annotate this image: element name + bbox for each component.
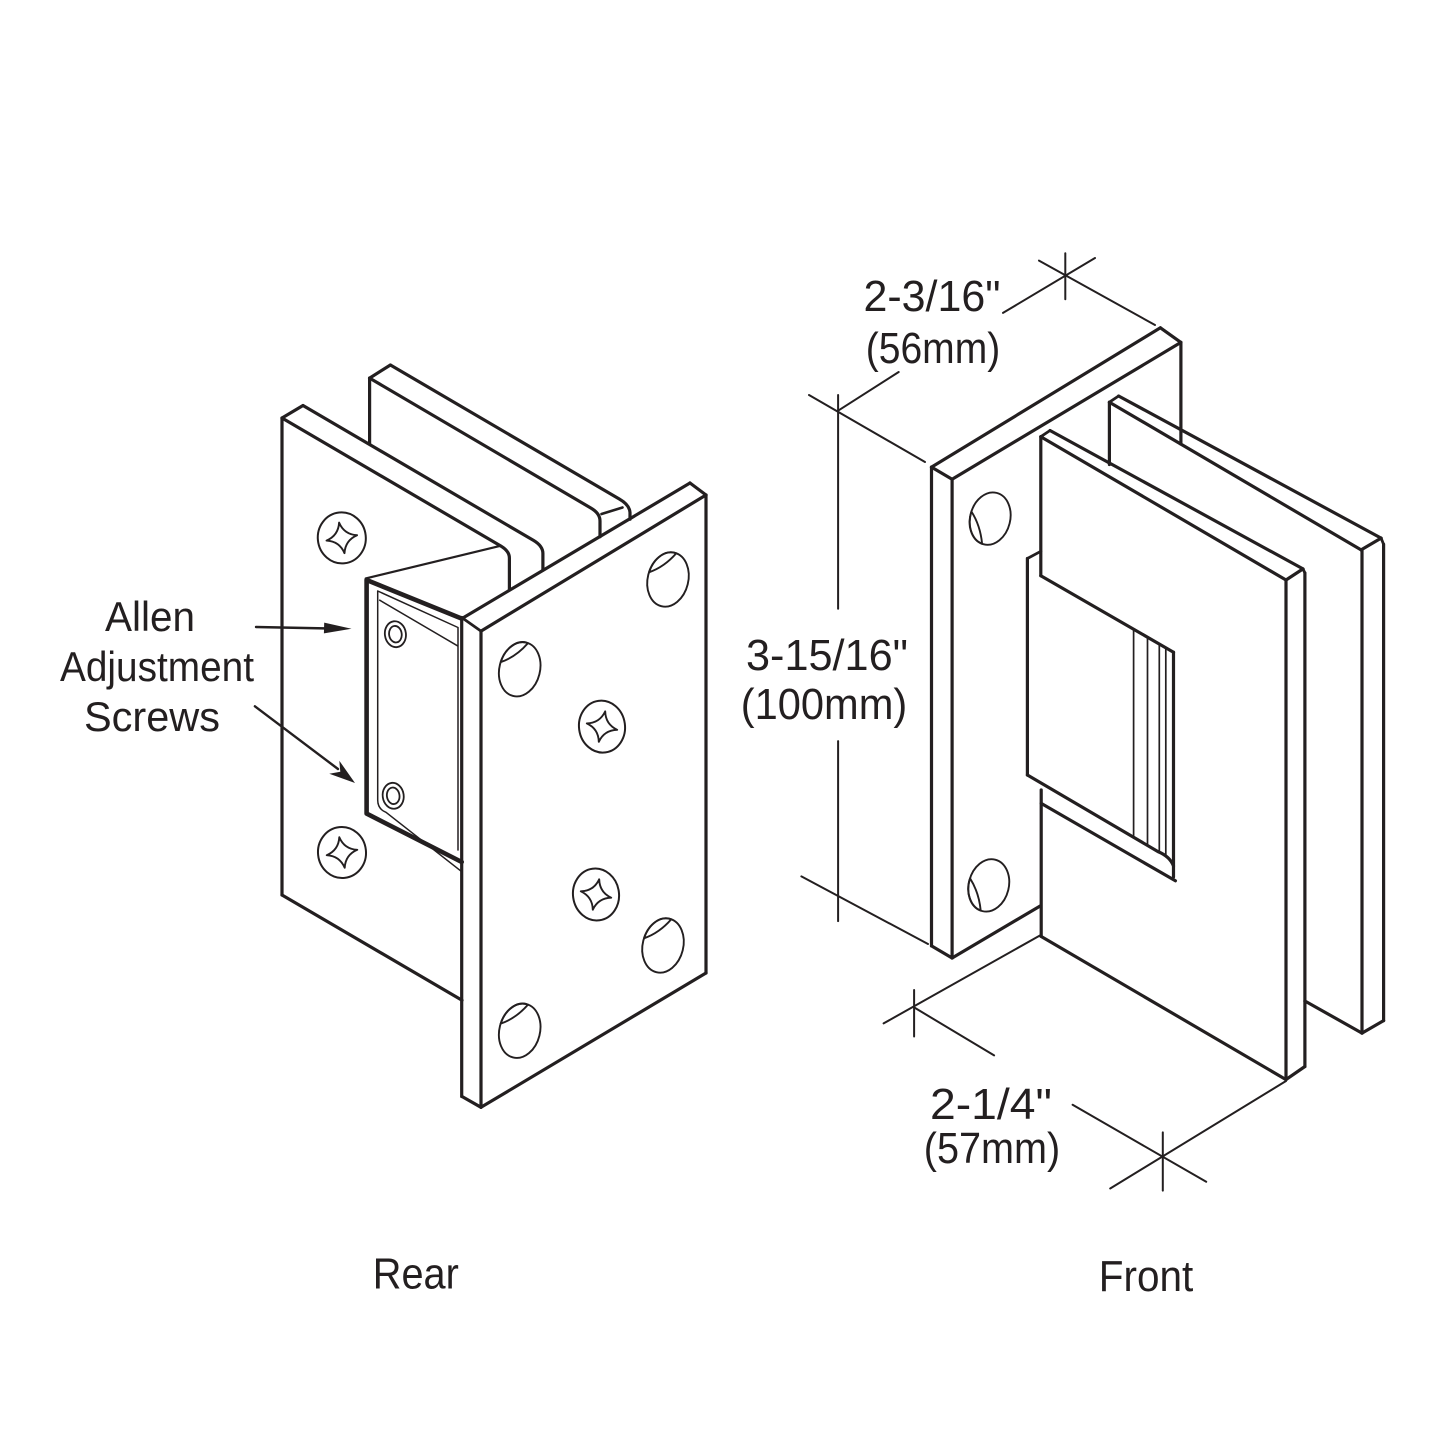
svg-text:Screws: Screws <box>84 693 220 740</box>
svg-text:3-15/16": 3-15/16" <box>746 631 908 680</box>
svg-text:2-3/16": 2-3/16" <box>864 272 1001 321</box>
svg-text:Allen: Allen <box>105 593 195 640</box>
svg-text:(56mm): (56mm) <box>866 324 1001 373</box>
svg-text:Adjustment: Adjustment <box>60 643 254 690</box>
svg-text:2-1/4": 2-1/4" <box>930 1080 1052 1129</box>
svg-text:(100mm): (100mm) <box>741 680 908 729</box>
svg-text:(57mm): (57mm) <box>924 1124 1061 1173</box>
svg-text:Rear: Rear <box>373 1250 459 1299</box>
svg-text:Front: Front <box>1099 1252 1194 1301</box>
